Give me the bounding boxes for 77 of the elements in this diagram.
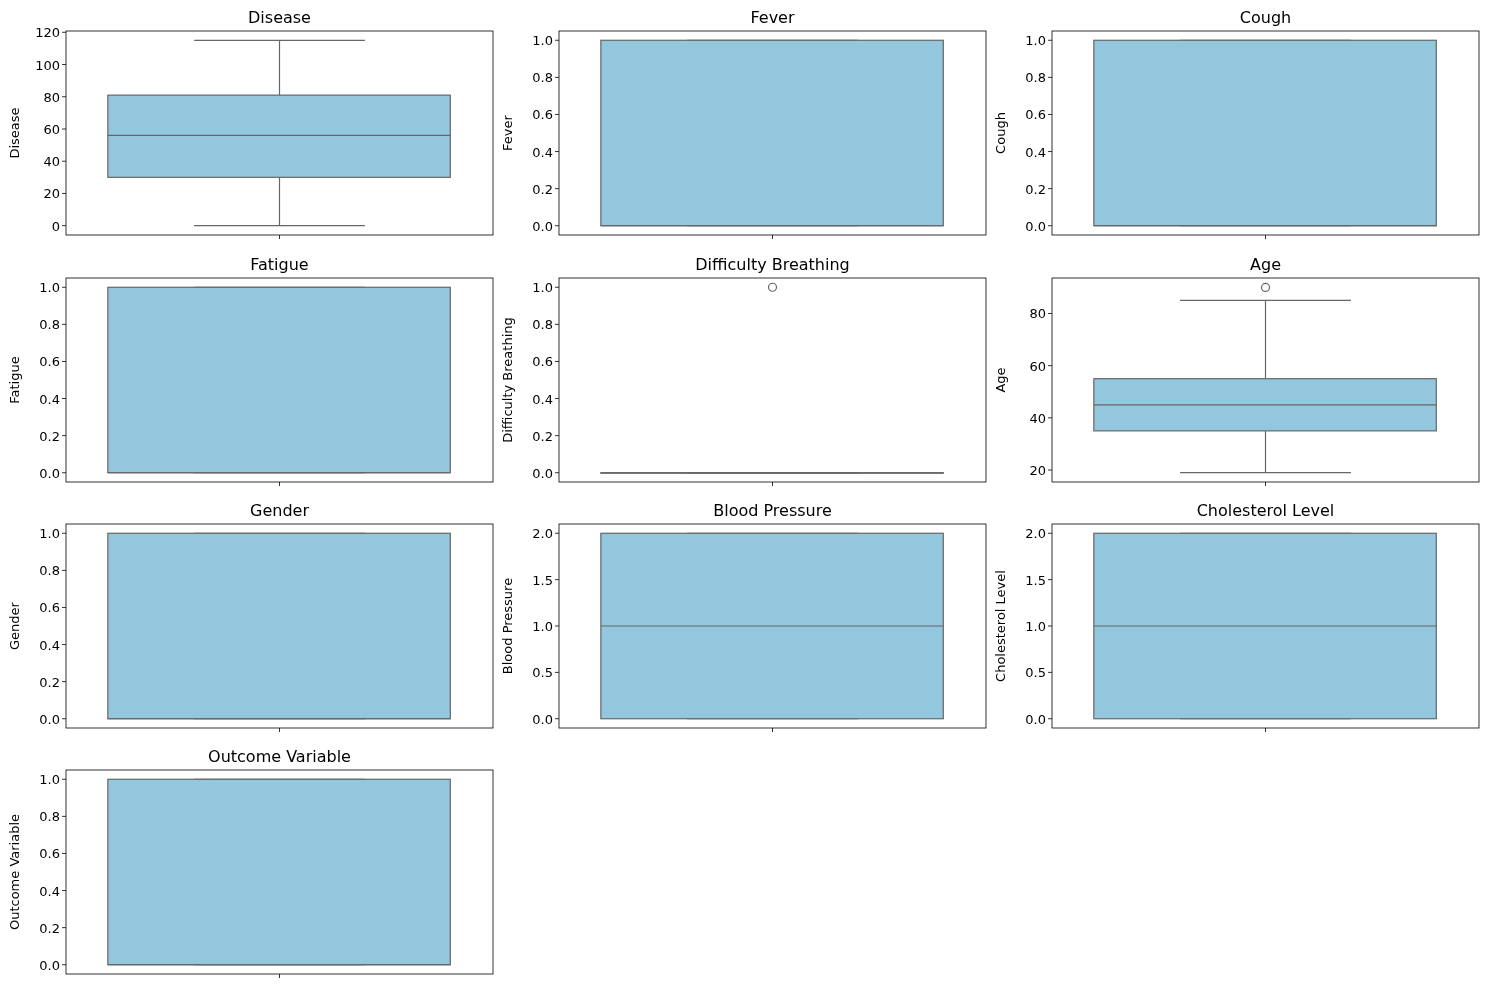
tick-label: 0.6 — [39, 353, 60, 369]
chart-title: Difficulty Breathing — [695, 255, 850, 274]
tick-label: 0.4 — [39, 391, 60, 407]
chart-title: Outcome Variable — [208, 747, 351, 766]
tick-label: 1.0 — [39, 525, 60, 541]
tick-label: 1.0 — [39, 279, 60, 295]
tick-label: 1.0 — [532, 618, 553, 634]
tick-label: 0.6 — [532, 106, 553, 122]
tick-label: 80 — [1029, 305, 1046, 321]
tick-label: 80 — [43, 89, 60, 105]
tick-label: 20 — [43, 185, 60, 201]
tick-label: 0.0 — [1025, 218, 1046, 234]
axis-label: Cholesterol Level — [992, 570, 1008, 682]
tick-label: 0.4 — [39, 637, 60, 653]
axis-label: Fatigue — [6, 356, 22, 404]
tick-label: 0.0 — [39, 465, 60, 481]
chart-title: Blood Pressure — [713, 501, 832, 520]
tick-label: 0.8 — [532, 316, 553, 332]
tick-label: 0.0 — [39, 711, 60, 727]
axis-label: Gender — [6, 602, 22, 650]
tick-label: 40 — [43, 153, 60, 169]
tick-label: 0.8 — [39, 808, 60, 824]
tick-label: 0.5 — [1025, 664, 1046, 680]
tick-label: 40 — [1029, 410, 1046, 426]
axis-label: Fever — [499, 115, 515, 151]
chart-title: Disease — [248, 8, 311, 27]
tick-label: 1.5 — [532, 572, 553, 588]
tick-label: 1.0 — [532, 279, 553, 295]
tick-label: 1.0 — [532, 32, 553, 48]
tick-label: 0 — [51, 218, 60, 234]
tick-label: 0.6 — [532, 353, 553, 369]
tick-label: 0.4 — [1025, 144, 1046, 160]
axis-label: Outcome Variable — [6, 813, 22, 931]
axis-label: Age — [992, 367, 1008, 393]
chart-title: Fatigue — [250, 255, 309, 274]
tick-label: 0.2 — [532, 181, 553, 197]
tick-label: 1.0 — [1025, 618, 1046, 634]
tick-label: 0.8 — [39, 316, 60, 332]
tick-label: 100 — [35, 57, 60, 72]
tick-label: 2.0 — [532, 525, 553, 541]
tick-label: 0.2 — [39, 674, 60, 690]
tick-label: 0.0 — [1025, 711, 1046, 727]
chart-title: Age — [1250, 255, 1281, 274]
tick-label: 0.0 — [532, 465, 553, 481]
chart-title: Gender — [250, 501, 309, 520]
tick-label: 0.6 — [1025, 106, 1046, 122]
tick-label: 0.4 — [532, 391, 553, 407]
tick-label: 60 — [43, 121, 60, 137]
tick-label: 0.6 — [39, 599, 60, 615]
axis-label: Disease — [6, 107, 22, 159]
tick-label: 0.0 — [39, 957, 60, 973]
tick-label: 20 — [1029, 462, 1046, 478]
chart-title: Cough — [1239, 8, 1292, 27]
tick-label: 1.5 — [1025, 572, 1046, 588]
tick-label: 0.5 — [532, 664, 553, 680]
axis-label: Cough — [992, 112, 1008, 154]
tick-label: 0.2 — [532, 428, 553, 444]
chart-title: Cholesterol Level — [1196, 501, 1335, 520]
axis-label: Blood Pressure — [499, 577, 515, 675]
tick-label: 0.8 — [532, 69, 553, 85]
chart-title: Fever — [750, 8, 795, 27]
tick-label: 0.4 — [532, 144, 553, 160]
tick-label: 120 — [35, 24, 60, 40]
tick-label: 0.0 — [532, 218, 553, 234]
tick-label: 1.0 — [39, 771, 60, 787]
tick-label: 0.2 — [39, 428, 60, 444]
axis-label: Difficulty Breathing — [499, 317, 515, 443]
tick-label: 2.0 — [1025, 525, 1046, 541]
tick-label: 1.0 — [1025, 32, 1046, 48]
tick-label: 60 — [1029, 358, 1046, 374]
tick-label: 0.8 — [39, 562, 60, 578]
tick-label: 0.8 — [1025, 69, 1046, 85]
tick-label: 0.6 — [39, 845, 60, 861]
tick-label: 0.2 — [39, 920, 60, 936]
tick-label: 0.2 — [1025, 181, 1046, 197]
tick-label: 0.4 — [39, 883, 60, 899]
tick-label: 0.0 — [532, 711, 553, 727]
